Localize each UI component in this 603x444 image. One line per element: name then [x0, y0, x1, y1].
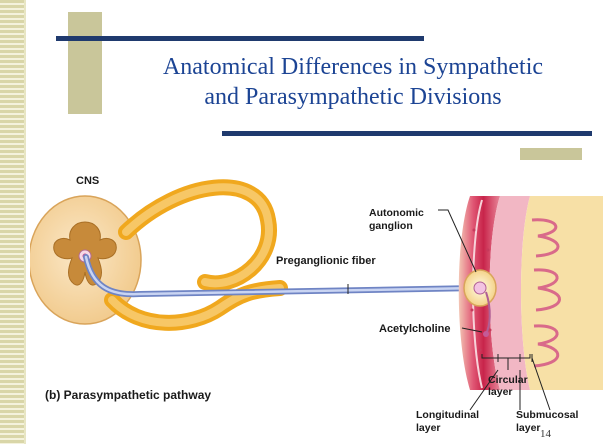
- cns-label: CNS: [76, 175, 99, 187]
- acetylcholine-label: Acetylcholine: [379, 323, 451, 335]
- longitudinal-label-line-1: Longitudinal: [416, 409, 479, 421]
- left-decorative-stripe: [0, 0, 24, 444]
- circular-label-line-1: Circular: [488, 374, 528, 386]
- slide-title: Anatomical Differences in Sympathetic an…: [108, 52, 598, 112]
- fiber-label: Preganglionic fiber: [276, 255, 376, 267]
- parasympathetic-pathway-diagram: CNS Autonomic ganglion Preganglionic fib…: [30, 160, 603, 444]
- page-number: 14: [540, 428, 551, 440]
- submucosal-label-line-2: layer: [516, 422, 541, 434]
- submucosal-label-line-1: Submucosal: [516, 409, 579, 421]
- circular-label-line-2: layer: [488, 386, 513, 398]
- bottom-rule: [222, 131, 592, 136]
- bottom-accent-box: [520, 148, 582, 160]
- top-accent-box: [68, 12, 102, 114]
- title-line-1: Anatomical Differences in Sympathetic: [108, 52, 598, 82]
- pathway-label: (b) Parasympathetic pathway: [45, 388, 211, 402]
- ganglion-label-line-1: Autonomic: [369, 207, 424, 219]
- stripe-edge: [24, 0, 26, 444]
- title-line-2: and Parasympathetic Divisions: [108, 82, 598, 112]
- longitudinal-label-line-2: layer: [416, 422, 441, 434]
- top-rule: [56, 36, 424, 41]
- ganglion-label-line-2: ganglion: [369, 220, 413, 232]
